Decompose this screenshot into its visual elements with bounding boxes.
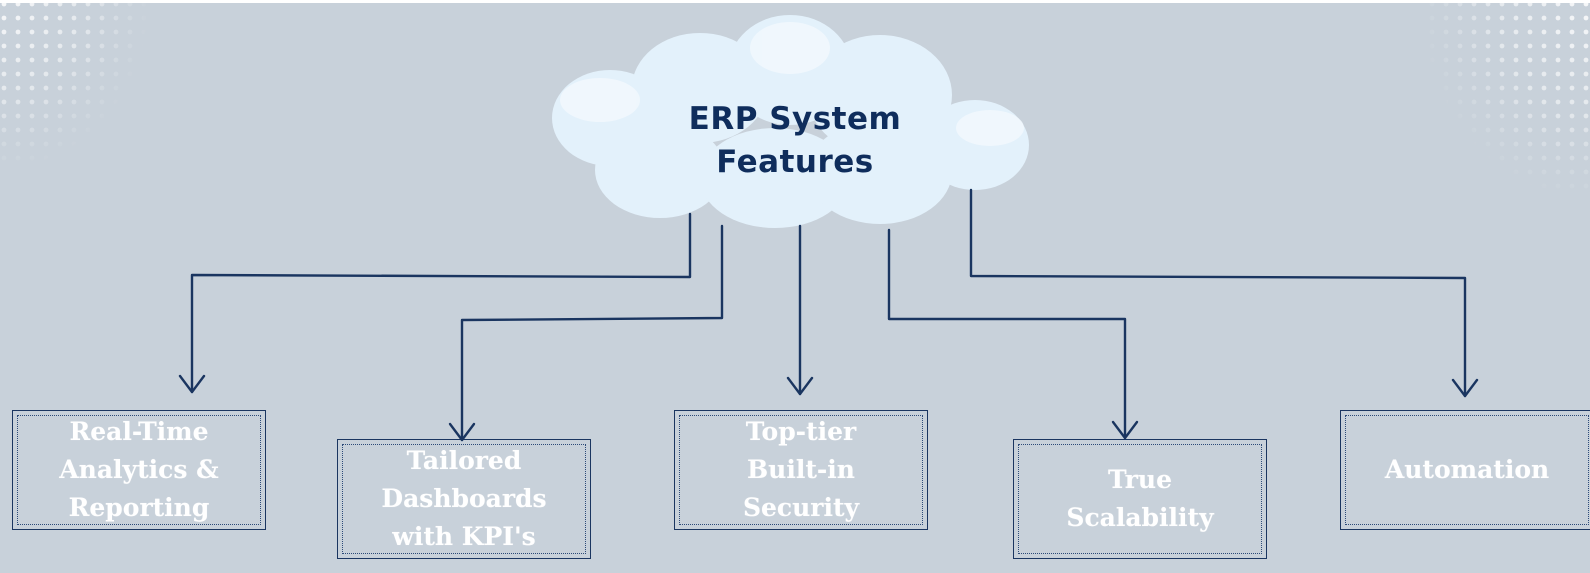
- feature-label-scalability: True Scalability: [1066, 465, 1214, 532]
- diagram-title: ERP System Features: [688, 101, 902, 180]
- feature-box-scalability: True Scalability: [1013, 439, 1267, 559]
- diagram-graphics: [0, 3, 1590, 442]
- cloud-shape: [552, 15, 1029, 228]
- diagram-canvas: ERP System Features Real-Time Analytics …: [0, 3, 1590, 573]
- feature-box-automation: Automation: [1340, 410, 1590, 530]
- connector-tailored-dashboards: [460, 224, 724, 442]
- feature-label-real-time-analytics: Real-Time Analytics & Reporting: [59, 417, 219, 522]
- arrowhead-automation: [1451, 378, 1479, 398]
- feature-label-automation: Automation: [1384, 455, 1550, 484]
- connector-real-time-analytics: [190, 212, 692, 394]
- feature-label-tailored-dashboards: Tailored Dashboards with KPI's: [381, 446, 547, 551]
- feature-box-security: Top-tier Built-in Security: [674, 410, 928, 530]
- feature-label-security: Top-tier Built-in Security: [742, 417, 860, 522]
- connector-automation: [969, 188, 1467, 398]
- arrowhead-scalability: [1111, 420, 1139, 440]
- arrowhead-real-time-analytics: [178, 374, 206, 394]
- dot-texture-top-left: [0, 3, 150, 173]
- dot-texture-top-right: [1420, 3, 1590, 203]
- arrowhead-tailored-dashboards: [448, 422, 476, 442]
- arrowhead-security: [786, 376, 814, 396]
- feature-box-real-time-analytics: Real-Time Analytics & Reporting: [12, 410, 266, 530]
- connector-scalability: [887, 228, 1127, 440]
- feature-box-tailored-dashboards: Tailored Dashboards with KPI's: [337, 439, 591, 559]
